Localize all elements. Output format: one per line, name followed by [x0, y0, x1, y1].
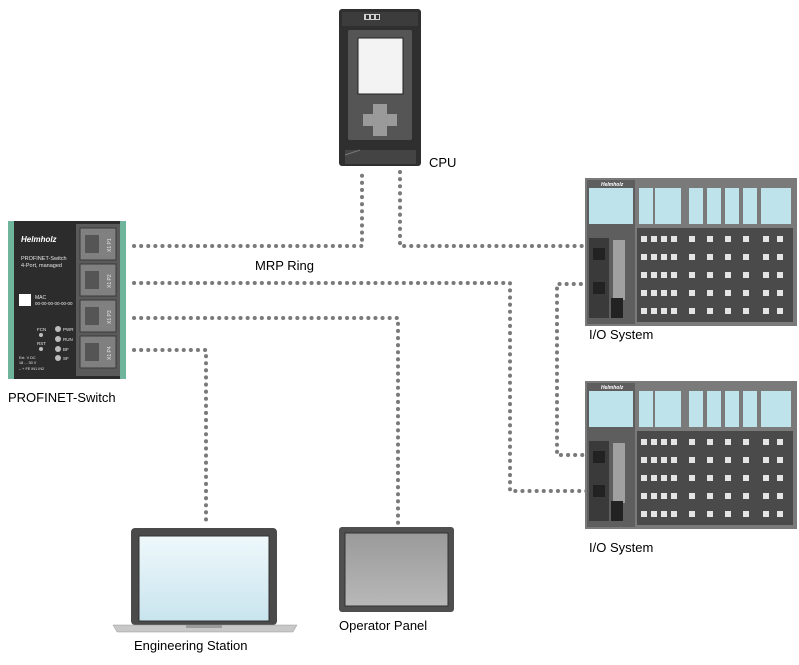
- io2-brand: Helmholz: [601, 385, 624, 391]
- switch-power-line3: – + FE IN1 IN2: [19, 367, 44, 371]
- switch-mac-label: MAC: [35, 295, 47, 301]
- link-switch-panel: [132, 316, 400, 525]
- switch-brand: Helmholz: [21, 235, 57, 244]
- switch-mac-value: 00-00-00-00-00-00: [35, 301, 73, 306]
- switch-port-2: X1 P2: [107, 274, 113, 288]
- cpu-device: [339, 9, 421, 166]
- mrp-ring-label: MRP Ring: [255, 258, 315, 273]
- io-system-1-label: I/O System: [589, 327, 654, 342]
- switch-button-rst: RST: [37, 341, 46, 346]
- switch-port-4: X1 P4: [107, 346, 113, 360]
- switch-model-line1: PROFINET-Switch: [21, 256, 67, 262]
- switch-button-fcn: FCN: [37, 327, 46, 332]
- link-io1-io2: [555, 282, 590, 457]
- link-switch-cpu: [132, 170, 364, 248]
- switch-label: PROFINET-Switch: [8, 390, 116, 405]
- switch-led-pwr: PWR: [63, 327, 74, 332]
- io-system-2-label: I/O System: [589, 540, 654, 555]
- io-system-2: [585, 381, 797, 529]
- switch-power-line1: Ext. V DC: [19, 356, 36, 360]
- switch-led-sf: SF: [63, 356, 69, 361]
- switch-model-line2: 4-Port, managed: [21, 263, 62, 269]
- operator-panel-device: [339, 527, 454, 612]
- link-switch-laptop: [132, 348, 208, 525]
- switch-port-3: X1 P3: [107, 310, 113, 324]
- switch-port-1: X1 P1: [107, 238, 113, 252]
- cpu-label: CPU: [429, 155, 457, 170]
- link-cpu-io1: [398, 170, 590, 248]
- switch-led-bf: BF: [63, 347, 69, 352]
- engineering-station-label: Engineering Station: [134, 638, 248, 653]
- link-switch-io2: [132, 281, 590, 493]
- switch-device: [8, 221, 126, 379]
- switch-power-line2: 18 ... 30 V: [19, 361, 37, 365]
- connections: [132, 170, 590, 525]
- io-system-1: [585, 178, 797, 326]
- io1-brand: Helmholz: [601, 182, 624, 188]
- switch-led-run: RUN: [63, 337, 73, 342]
- laptop-device: [112, 528, 298, 633]
- operator-panel-label: Operator Panel: [339, 618, 428, 633]
